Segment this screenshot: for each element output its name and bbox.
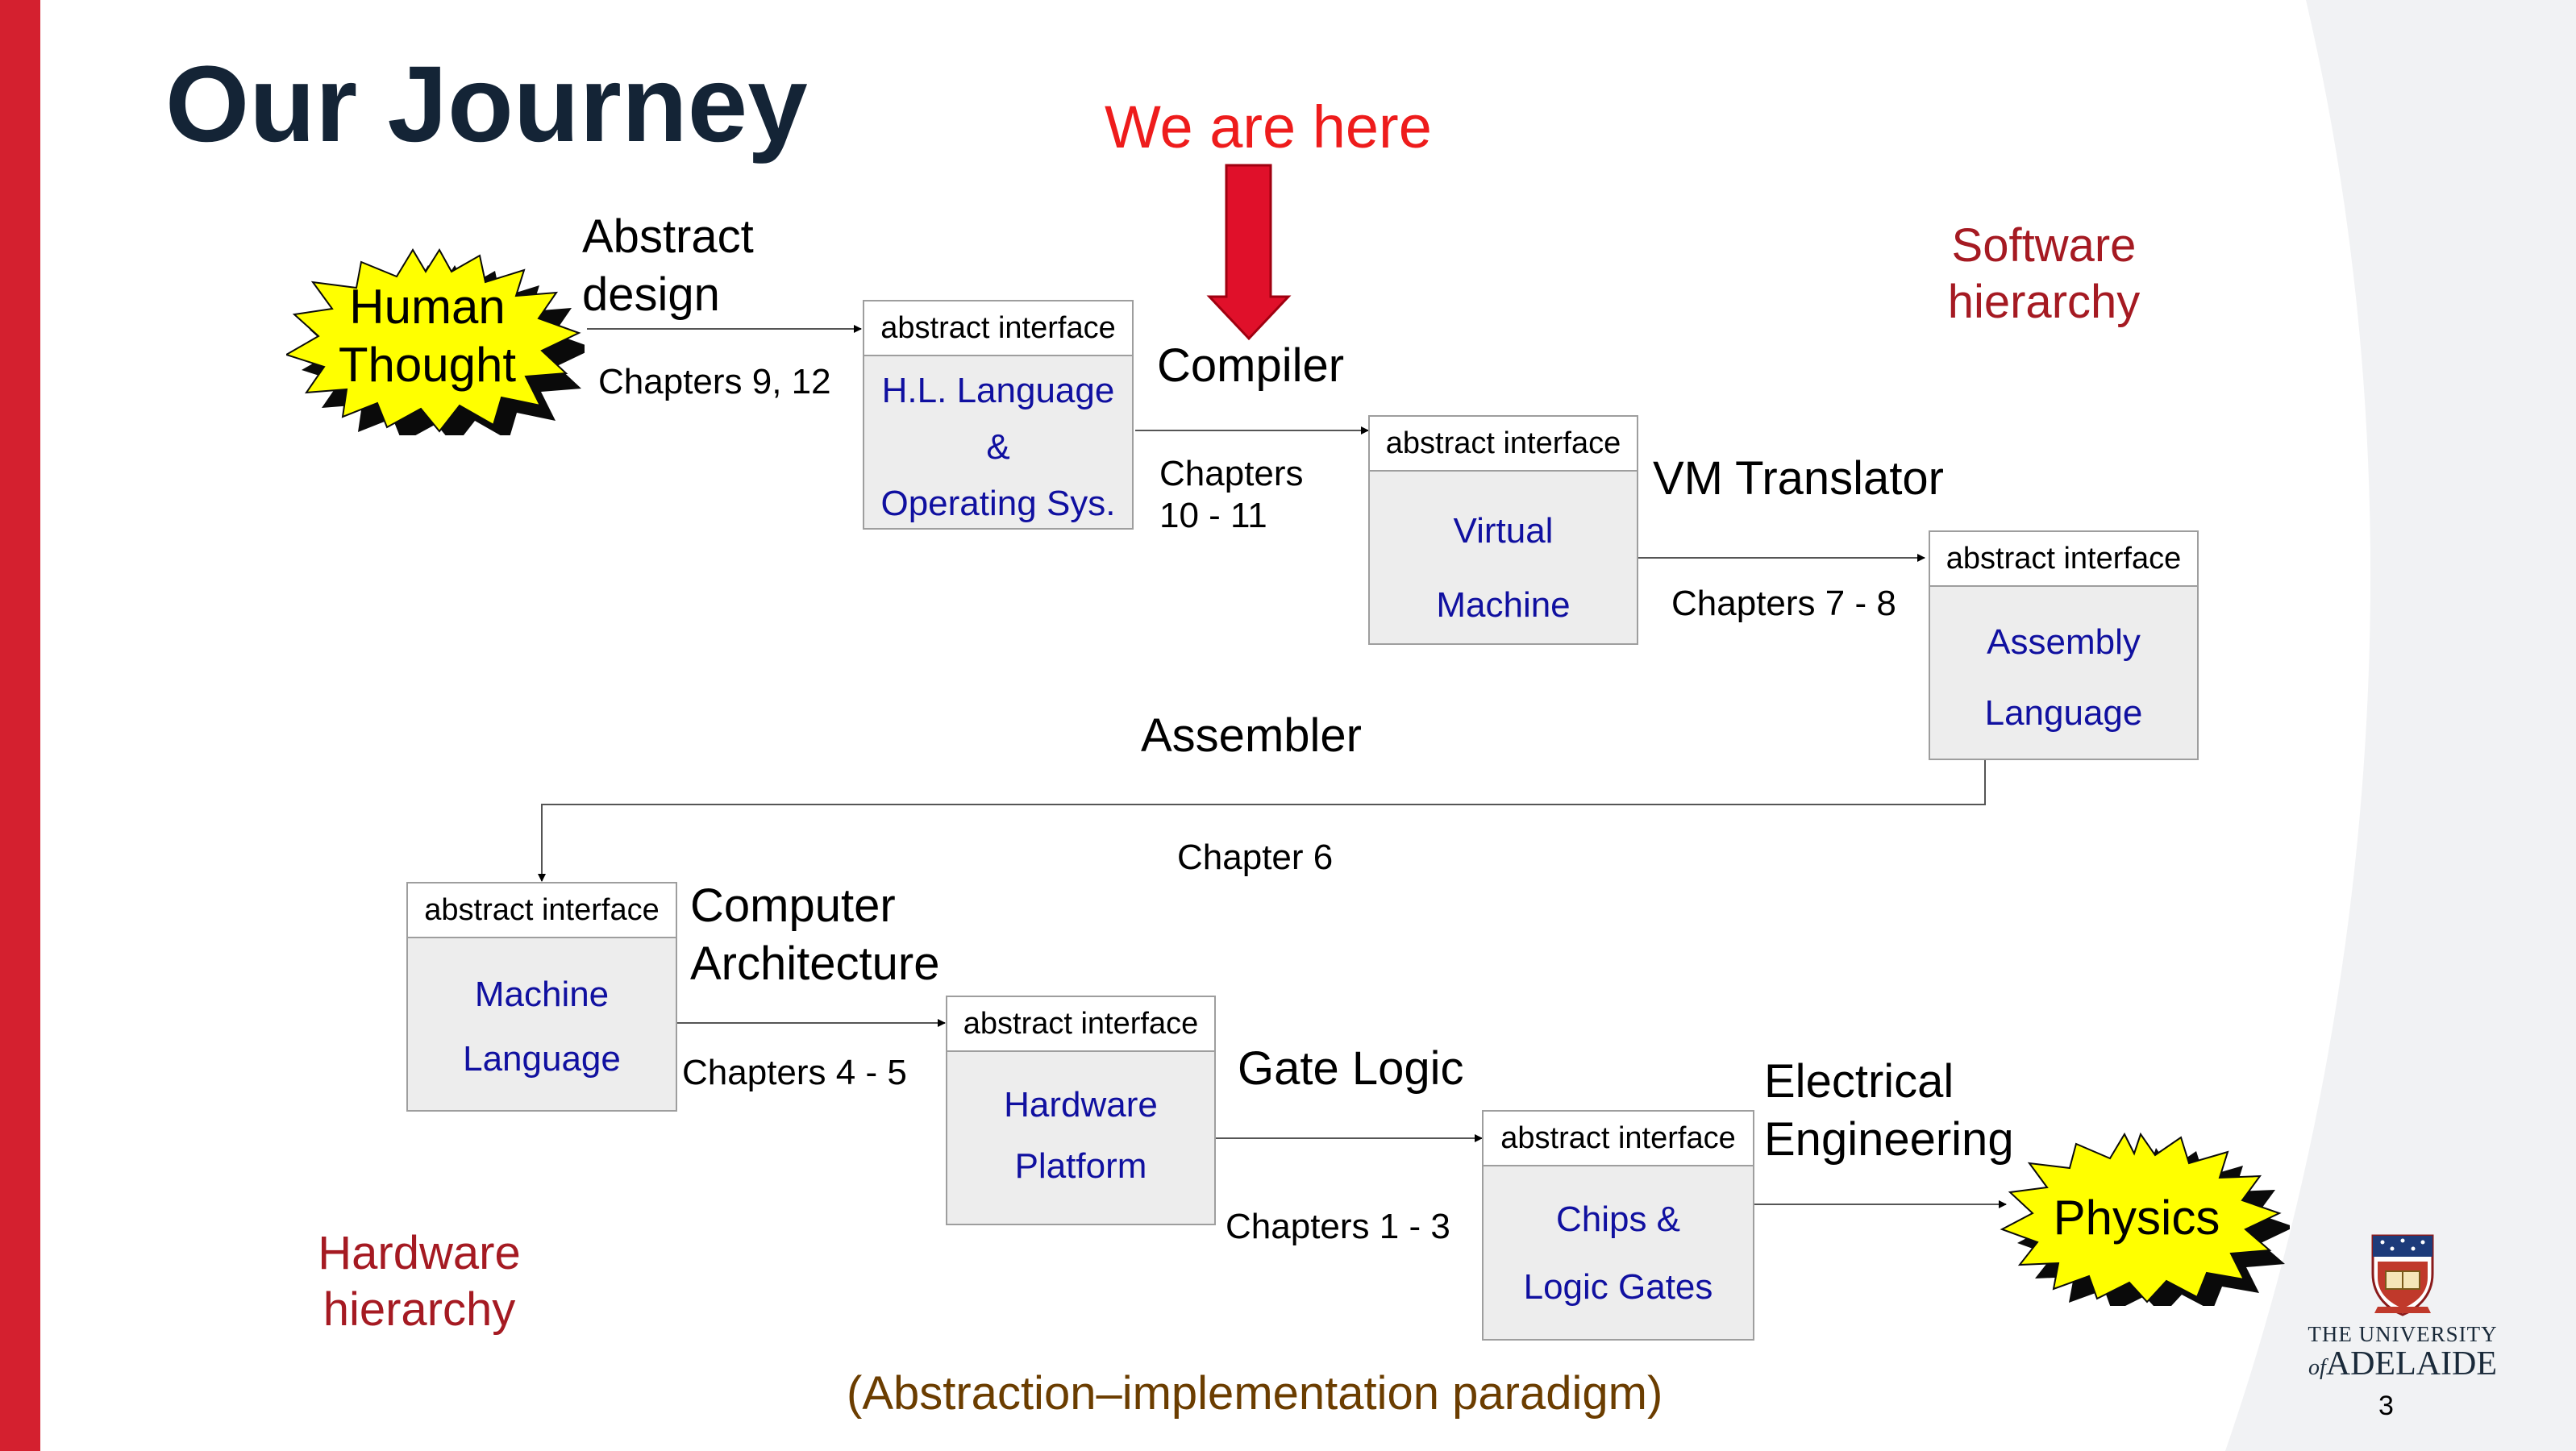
chapters-label: Chapters 7 - 8 xyxy=(1671,584,1896,623)
box-hardware-platform: abstract interface Hardware Platform xyxy=(946,996,1216,1225)
box-header: abstract interface xyxy=(864,301,1132,356)
box-header: abstract interface xyxy=(408,883,676,938)
chapters-label: Chapter 6 xyxy=(1177,838,1334,877)
chapters-label: Chapters 4 - 5 xyxy=(682,1053,907,1092)
box-machine-language: abstract interface Machine Language xyxy=(406,882,677,1112)
box-hl-language: abstract interface H.L. Language & Opera… xyxy=(863,300,1134,530)
paradigm-caption: (Abstraction–implementation paradigm) xyxy=(847,1367,1663,1420)
pointer-arrow xyxy=(1206,164,1292,341)
logo-line-1: THE UNIVERSITY xyxy=(2308,1322,2498,1346)
university-logo: THE UNIVERSITY ofADELAIDE xyxy=(2306,1229,2499,1381)
stage-gate-logic: Gate Logic xyxy=(1238,1042,1464,1095)
box-line: Hardware xyxy=(1004,1085,1158,1125)
we-are-here-label: We are here xyxy=(1105,94,1432,160)
box-header: abstract interface xyxy=(1484,1112,1753,1166)
box-header: abstract interface xyxy=(947,997,1214,1052)
box-line: Virtual xyxy=(1453,511,1554,551)
human-thought-burst xyxy=(286,248,585,435)
box-line: & xyxy=(986,427,1010,467)
box-line: Machine xyxy=(1436,585,1571,625)
slide-title: Our Journey xyxy=(165,44,808,164)
box-line: Operating Sys. xyxy=(880,484,1116,523)
box-assembly-language: abstract interface Assembly Language xyxy=(1929,530,2199,760)
box-line: Chips & xyxy=(1555,1199,1681,1239)
box-chips-logic-gates: abstract interface Chips & Logic Gates xyxy=(1482,1110,1754,1341)
box-line: Platform xyxy=(1014,1146,1147,1186)
box-line: Language xyxy=(463,1039,621,1079)
box-header: abstract interface xyxy=(1930,532,2197,587)
chapters-label: Chapters 1 - 3 xyxy=(1226,1207,1450,1246)
logo-line-2: ofADELAIDE xyxy=(2308,1345,2498,1382)
accent-bar xyxy=(0,0,40,1451)
box-line: Machine xyxy=(474,975,610,1014)
box-line: Logic Gates xyxy=(1523,1267,1713,1307)
box-header: abstract interface xyxy=(1370,417,1637,472)
stage-vm-translator: VM Translator xyxy=(1653,452,1944,505)
chapters-label: Chapters 9, 12 xyxy=(598,362,831,401)
box-virtual-machine: abstract interface Virtual Machine xyxy=(1368,415,1638,645)
crest-icon xyxy=(2371,1234,2434,1316)
physics-burst xyxy=(2000,1132,2290,1306)
physics-label: Physics xyxy=(2053,1191,2220,1245)
stage-assembler: Assembler xyxy=(1141,709,1362,762)
box-line: Language xyxy=(1984,693,2143,733)
stage-compiler: Compiler xyxy=(1157,339,1345,392)
page-number: 3 xyxy=(2378,1391,2394,1421)
box-line: H.L. Language xyxy=(881,371,1115,410)
box-line: Assembly xyxy=(1987,622,2141,662)
